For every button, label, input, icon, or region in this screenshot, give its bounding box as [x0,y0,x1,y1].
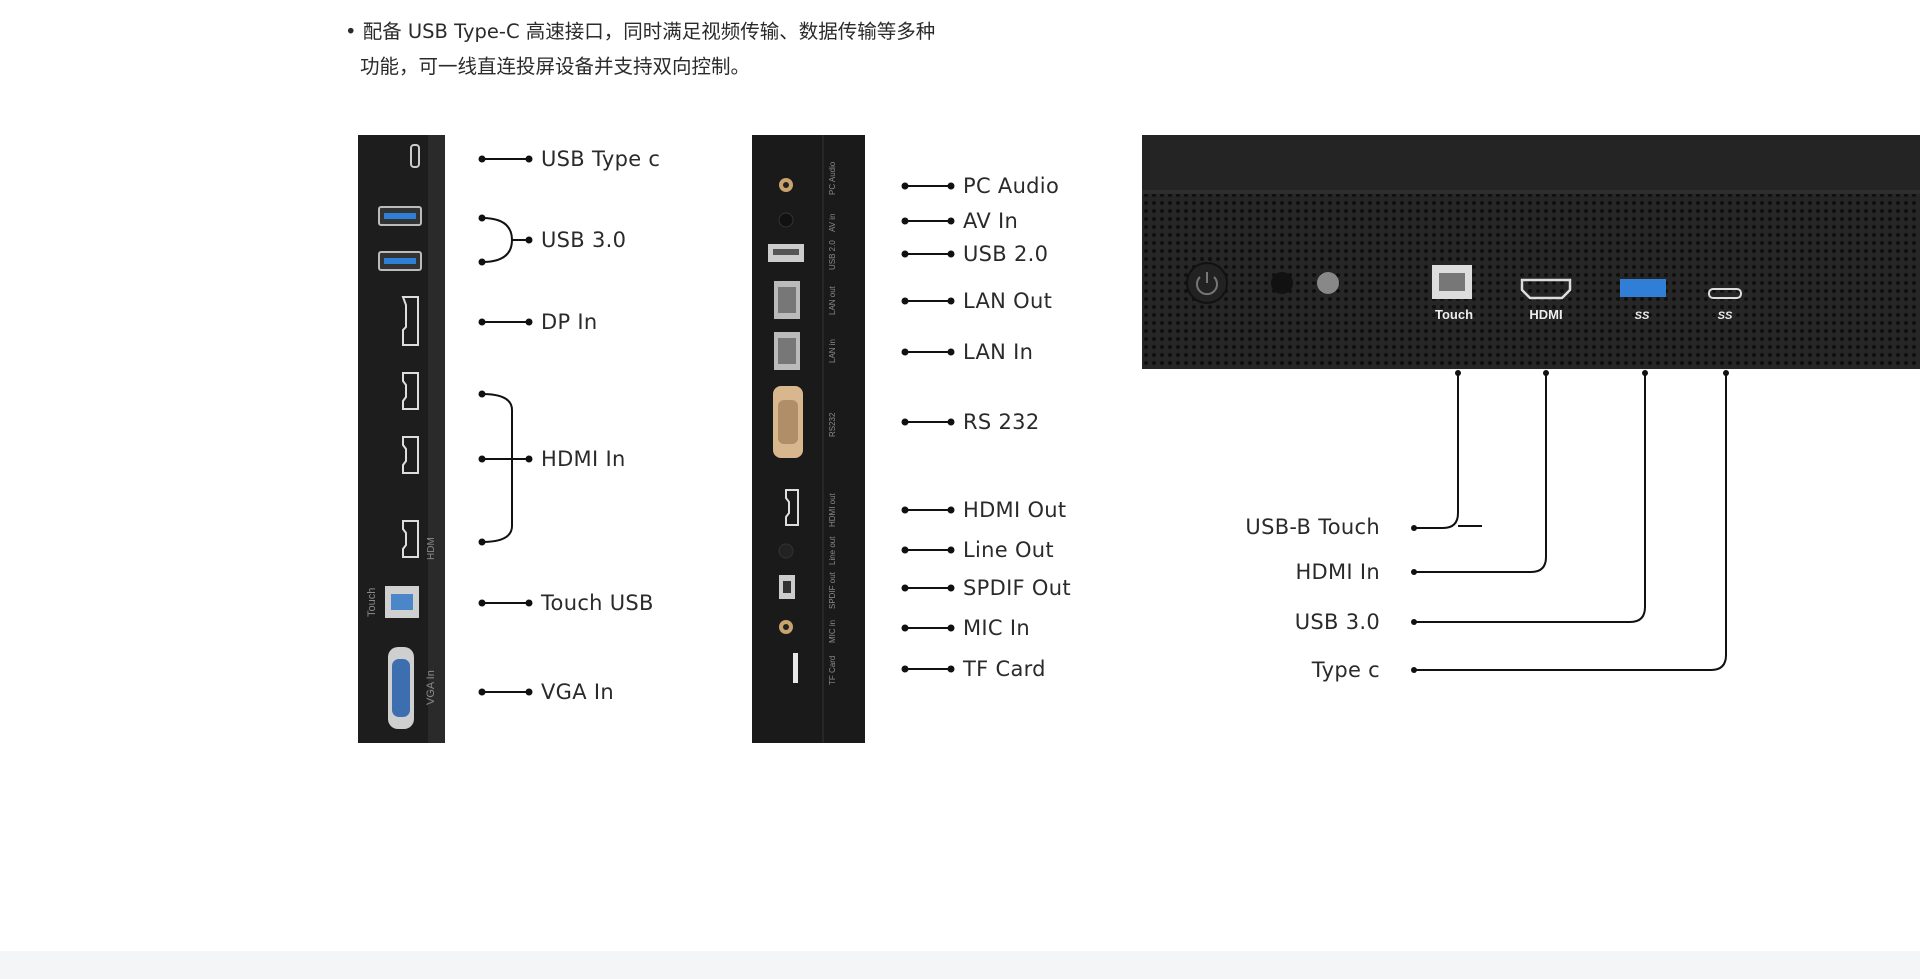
label-line-out: Line Out [963,538,1054,562]
label-rs-232: RS 232 [963,410,1040,434]
label-usb-type-c: USB Type c [541,147,661,171]
middle-leader-dot [901,348,909,356]
label-hdmi-in: HDMI In [541,447,626,471]
right-leader-lines [1411,370,1729,673]
label-av-in: AV In [963,209,1019,233]
front-hdmi-port-icon [1520,278,1572,300]
middle-leader-dot [901,297,909,305]
hdmi-port-1-icon [402,372,419,410]
front-port-text-hdmi: HDMI [1529,307,1562,322]
sensor-light-icon [1317,272,1339,294]
middle-leader-dot [947,506,955,514]
label-spdif-out: SPDIF Out [963,576,1071,600]
label-usb-3-0: USB 3.0 [541,228,627,252]
label-hdmi-out: HDMI Out [963,498,1067,522]
label-mic-in: MIC In [963,616,1030,640]
middle-leader-dot [901,584,909,592]
hdmi-out-port-icon [785,489,799,526]
front-type-c-port-icon [1708,288,1742,299]
middle-port-panel: PC Audio AV in USB 2.0 LAN out LAN in RS… [752,135,865,743]
svg-text:Line out: Line out [828,536,837,565]
hdmi-side-text: HDM [426,537,437,560]
middle-leader-dot [947,665,955,673]
left-port-panel: Touch VGA In HDM [358,135,445,743]
middle-leader-dot [947,546,955,554]
intro-line-1: • 配备 USB Type-C 高速接口，同时满足视频传输、数据传输等多种 [345,20,936,43]
middle-leader-dot [901,250,909,258]
svg-text:TF Card: TF Card [828,656,837,685]
svg-text:MIC in: MIC in [828,620,837,643]
middle-leader-dot [947,250,955,258]
svg-text:LAN in: LAN in [828,339,837,363]
middle-leader-dot [901,506,909,514]
label-dp-in: DP In [541,310,598,334]
label-front-type-c: Type c [1311,658,1380,682]
middle-leader-dot [901,665,909,673]
tf-card-slot-icon [793,653,798,683]
middle-leader-lines [901,182,955,673]
sensor-dark-icon [1271,272,1293,294]
middle-leader-dot [901,624,909,632]
left-panel-ports: Touch VGA In HDM [366,135,445,743]
power-button-icon [1186,262,1228,304]
middle-leader-dot [901,546,909,554]
label-touch-usb: Touch USB [541,591,654,615]
svg-text:SPDIF out: SPDIF out [828,571,837,609]
label-usb-2-0: USB 2.0 [963,242,1049,266]
touch-side-text: Touch [366,588,378,617]
front-port-panel: Touch HDMI SS SS [1142,135,1920,369]
svg-text:RS232: RS232 [828,412,837,437]
svg-text:LAN out: LAN out [828,285,837,315]
label-lan-in: LAN In [963,340,1034,364]
middle-leader-dot [947,182,955,190]
middle-leader-dot [947,297,955,305]
label-vga-in: VGA In [541,680,614,704]
middle-leader-dot [947,584,955,592]
left-leader-lines [478,155,533,696]
svg-text:HDMI out: HDMI out [828,492,837,527]
middle-leader-dot [901,217,909,225]
label-front-hdmi-in: HDMI In [1295,560,1380,584]
svg-text:USB 2.0: USB 2.0 [828,240,837,270]
vga-side-text: VGA In [425,670,437,705]
av-in-jack-icon [778,212,794,228]
hdmi-port-2-icon [402,436,419,474]
svg-text:PC Audio: PC Audio [828,161,837,195]
usb-type-c-port-icon [410,144,420,168]
label-lan-out: LAN Out [963,289,1053,313]
middle-leader-dot [947,418,955,426]
hdmi-port-3-icon [402,520,419,558]
middle-panel-ports [768,135,824,743]
label-tf-card: TF Card [963,657,1046,681]
intro-line-2: 功能，可一线直连投屏设备并支持双向控制。 [360,55,751,78]
label-pc-audio: PC Audio [963,174,1060,198]
dp-port-icon [401,296,419,346]
middle-panel-side-text: PC Audio AV in USB 2.0 LAN out LAN in RS… [828,161,837,685]
label-usb-b-touch: USB-B Touch [1245,515,1380,539]
label-front-usb-3-0: USB 3.0 [1294,610,1380,634]
middle-leader-dot [901,182,909,190]
middle-leader-dot [947,624,955,632]
middle-leader-dot [901,418,909,426]
line-out-jack-icon [778,543,794,559]
front-port-text-touch: Touch [1435,307,1473,322]
front-usb3-port-icon [1620,279,1666,297]
footer-band [0,951,1920,979]
middle-leader-dot [947,217,955,225]
front-port-text-ss2: SS [1718,310,1733,322]
svg-text:AV in: AV in [828,213,837,232]
middle-leader-dot [947,348,955,356]
front-panel-graphic: Touch HDMI SS SS [1142,135,1920,369]
front-port-text-ss1: SS [1635,310,1650,322]
intro-text: • 配备 USB Type-C 高速接口，同时满足视频传输、数据传输等多种 功能… [345,14,935,84]
